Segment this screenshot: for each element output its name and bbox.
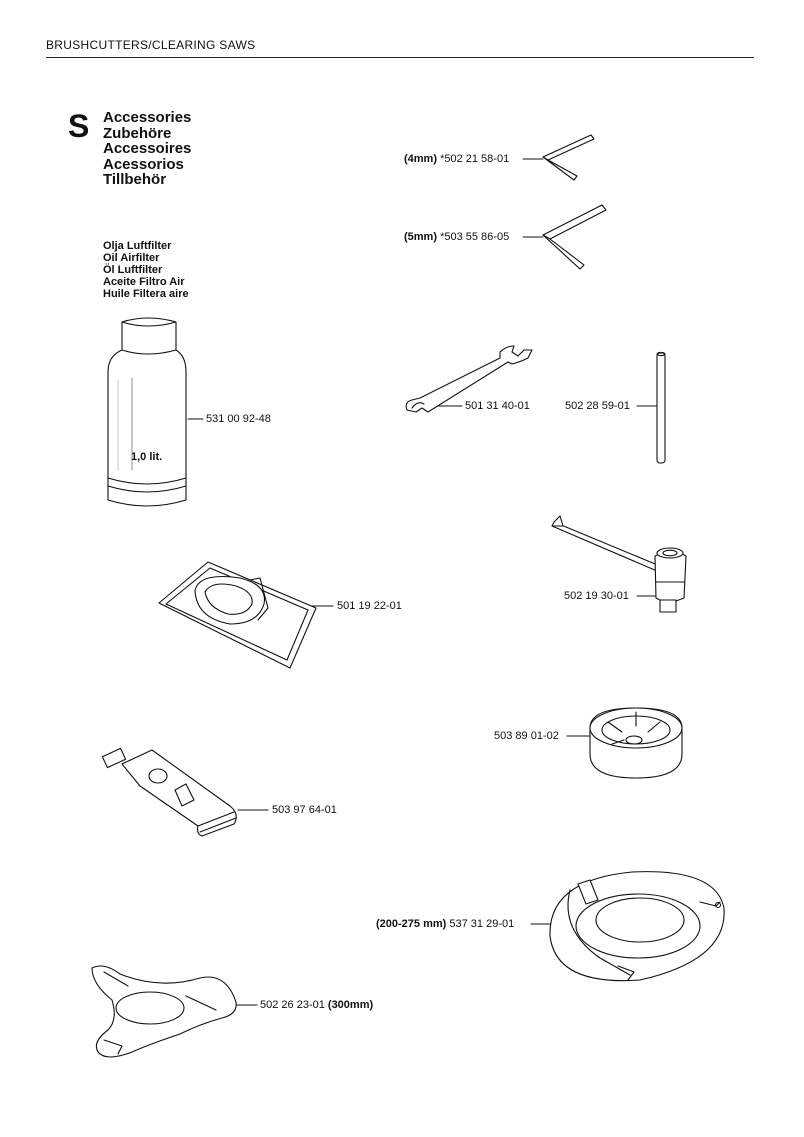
leader-lines xyxy=(188,159,660,1005)
support-cup-drawing xyxy=(92,966,236,1057)
grease-tube-drawing xyxy=(102,748,236,836)
pin-drawing xyxy=(657,352,665,463)
page-header: BRUSHCUTTERS/CLEARING SAWS xyxy=(46,38,256,52)
part-size: (300mm) xyxy=(327,999,374,1011)
cap-drawing xyxy=(590,708,682,778)
oil-titles: Olja Luftfilter Oil Airfilter Öl Luftfil… xyxy=(103,240,189,300)
part-label-guard: (200-275 mm) 537 31 29-01 xyxy=(376,918,514,930)
part-label-support-cup: 502 26 23-01 (300mm) xyxy=(260,999,373,1011)
section-letter: S xyxy=(68,108,90,144)
hex-key-5mm-drawing xyxy=(543,205,606,269)
part-label-wrench: 501 31 40-01 xyxy=(465,400,530,412)
part-number: 501 31 40-01 xyxy=(465,400,530,412)
part-size: (4mm) xyxy=(404,153,438,165)
combi-wrench-drawing xyxy=(552,516,686,612)
oil-title: Olja Luftfilter xyxy=(103,240,172,252)
part-label-hex-key-4mm: (4mm) *502 21 58-01 xyxy=(404,153,509,165)
part-label-oil-bottle: 531 00 92-48 xyxy=(206,413,271,425)
section-titles: Accessories Zubehöre Accessoires Acessor… xyxy=(103,110,191,188)
hex-key-4mm-drawing xyxy=(543,135,594,180)
section-title: Accessoires xyxy=(103,140,192,158)
part-size: (5mm) xyxy=(404,231,438,243)
part-label-cap: 503 89 01-02 xyxy=(494,730,559,742)
bottle-volume-text: 1,0 lit. xyxy=(131,451,163,463)
part-number: 503 97 64-01 xyxy=(272,804,337,816)
oil-title: Öl Luftfilter xyxy=(103,264,163,276)
section-title: Acessorios xyxy=(103,155,184,173)
part-number: 502 28 59-01 xyxy=(565,400,630,412)
part-number: 503 89 01-02 xyxy=(494,730,559,742)
section-title: Tillbehör xyxy=(103,171,167,189)
part-label-pin: 502 28 59-01 xyxy=(565,400,630,412)
oil-title: Oil Airfilter xyxy=(103,252,160,264)
header-rule xyxy=(46,57,754,58)
part-size: (200-275 mm) xyxy=(376,918,447,930)
part-number: *503 55 86-05 xyxy=(440,231,510,243)
wrench-drawing xyxy=(406,346,532,412)
part-label-hex-key-5mm: (5mm) *503 55 86-05 xyxy=(404,231,509,243)
tool-bag-drawing xyxy=(159,562,316,668)
part-number: 531 00 92-48 xyxy=(206,413,271,425)
part-number: *502 21 58-01 xyxy=(440,153,510,165)
part-label-grease-tube: 503 97 64-01 xyxy=(272,804,337,816)
oil-title: Huile Filtera aire xyxy=(103,288,189,300)
section-title: Accessories xyxy=(103,109,192,126)
part-number: 502 19 30-01 xyxy=(564,590,629,602)
part-label-combi-wrench: 502 19 30-01 xyxy=(564,590,629,602)
part-number: 537 31 29-01 xyxy=(449,918,515,930)
part-number: 502 26 23-01 xyxy=(260,999,325,1011)
part-number: 501 19 22-01 xyxy=(337,600,402,612)
oil-bottle-drawing xyxy=(108,318,186,506)
oil-title: Aceite Filtro Air xyxy=(103,276,185,288)
part-label-tool-bag: 501 19 22-01 xyxy=(337,600,402,612)
guard-drawing xyxy=(550,872,724,981)
section-title: Zubehöre xyxy=(103,124,172,142)
